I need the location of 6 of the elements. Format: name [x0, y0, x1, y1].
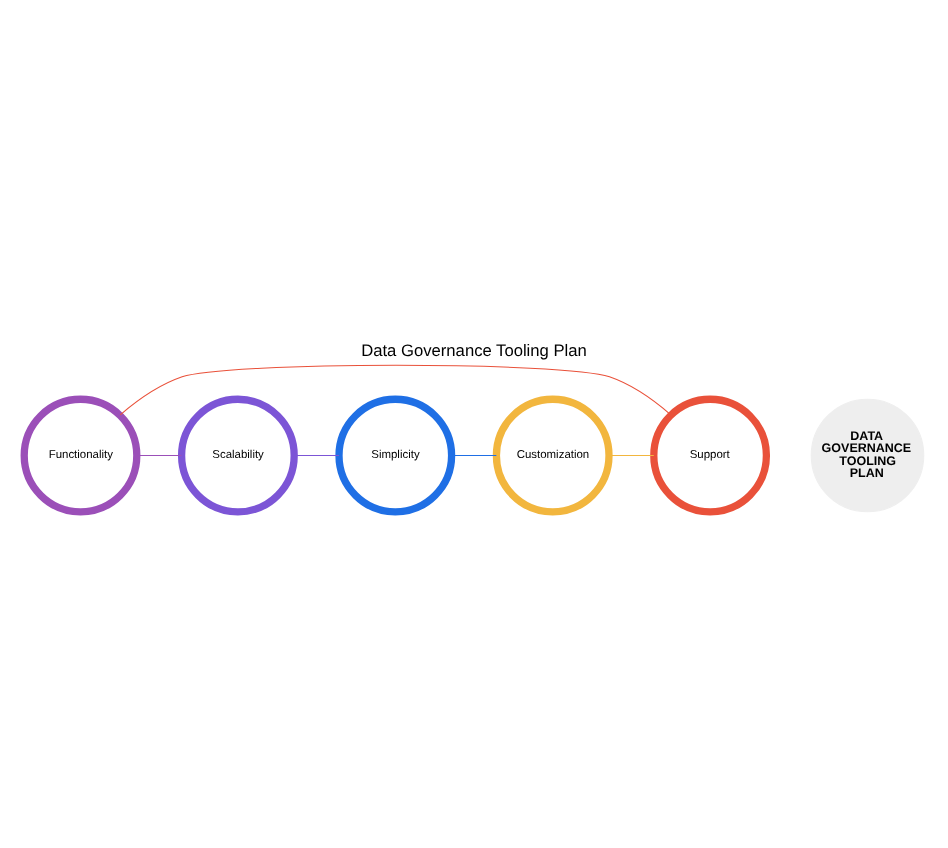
diagram-title: Data Governance Tooling Plan — [361, 338, 587, 359]
connector — [119, 363, 672, 415]
connector — [451, 454, 497, 456]
connector — [293, 454, 340, 456]
connector — [136, 454, 183, 456]
connector — [608, 454, 655, 456]
